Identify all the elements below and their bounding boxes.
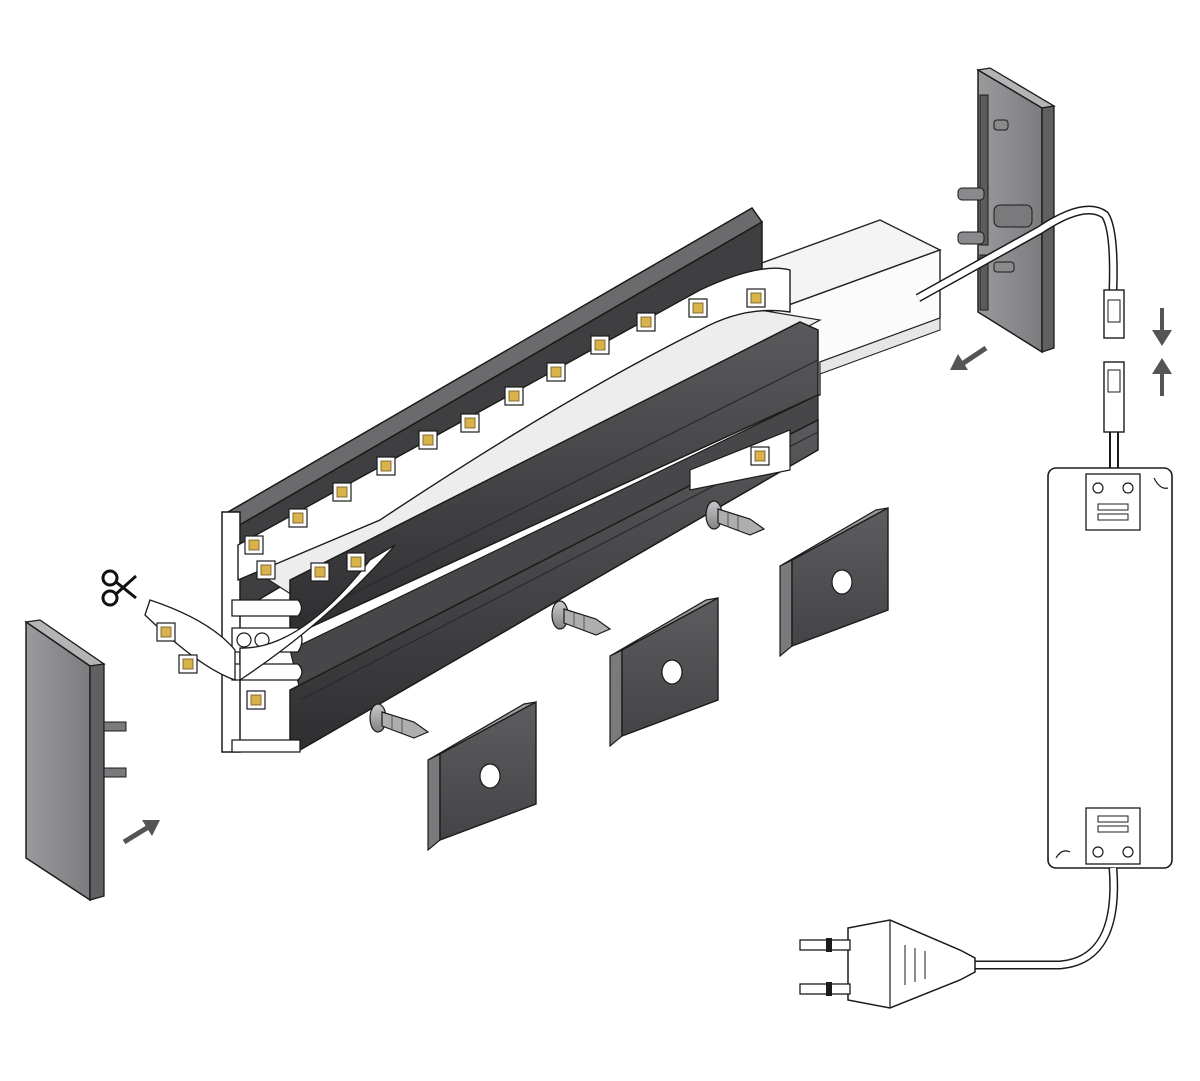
mains-plug bbox=[799, 919, 976, 1009]
led-chip bbox=[246, 690, 266, 710]
led-chip bbox=[376, 456, 396, 476]
power-supply bbox=[1047, 467, 1173, 869]
scissors-icon bbox=[101, 569, 138, 607]
led-chip bbox=[590, 335, 610, 355]
screw bbox=[705, 500, 766, 536]
led-chip bbox=[156, 622, 176, 642]
led-chip bbox=[178, 654, 198, 674]
press-arrows-icon bbox=[1152, 308, 1172, 396]
led-chip bbox=[256, 560, 276, 580]
end-cap-left bbox=[24, 619, 127, 902]
screw bbox=[369, 703, 430, 739]
led-chip bbox=[460, 413, 480, 433]
led-chip bbox=[746, 288, 766, 308]
led-strip bbox=[144, 267, 791, 710]
mounting-clip bbox=[779, 506, 889, 658]
power-cable bbox=[915, 205, 1118, 302]
led-chip-row bbox=[156, 288, 770, 710]
arrow-icon-left-cap bbox=[122, 820, 160, 845]
mounting-clip bbox=[427, 700, 537, 852]
connector-pair bbox=[1103, 289, 1125, 468]
screw bbox=[551, 600, 612, 636]
arrow-icon-right-cap bbox=[950, 345, 988, 370]
led-chip bbox=[418, 430, 438, 450]
led-chip bbox=[504, 386, 524, 406]
led-chip bbox=[688, 298, 708, 318]
mounting-clip bbox=[609, 596, 719, 748]
mounting-clips bbox=[369, 500, 889, 852]
led-chip bbox=[244, 535, 264, 555]
led-chip bbox=[546, 362, 566, 382]
led-chip bbox=[310, 562, 330, 582]
led-chip bbox=[346, 552, 366, 572]
led-chip bbox=[332, 482, 352, 502]
led-chip bbox=[288, 508, 308, 528]
end-cap-right-with-cable bbox=[957, 67, 1056, 354]
mains-cable bbox=[975, 867, 1119, 970]
led-chip bbox=[750, 446, 770, 466]
led-chip bbox=[636, 312, 656, 332]
